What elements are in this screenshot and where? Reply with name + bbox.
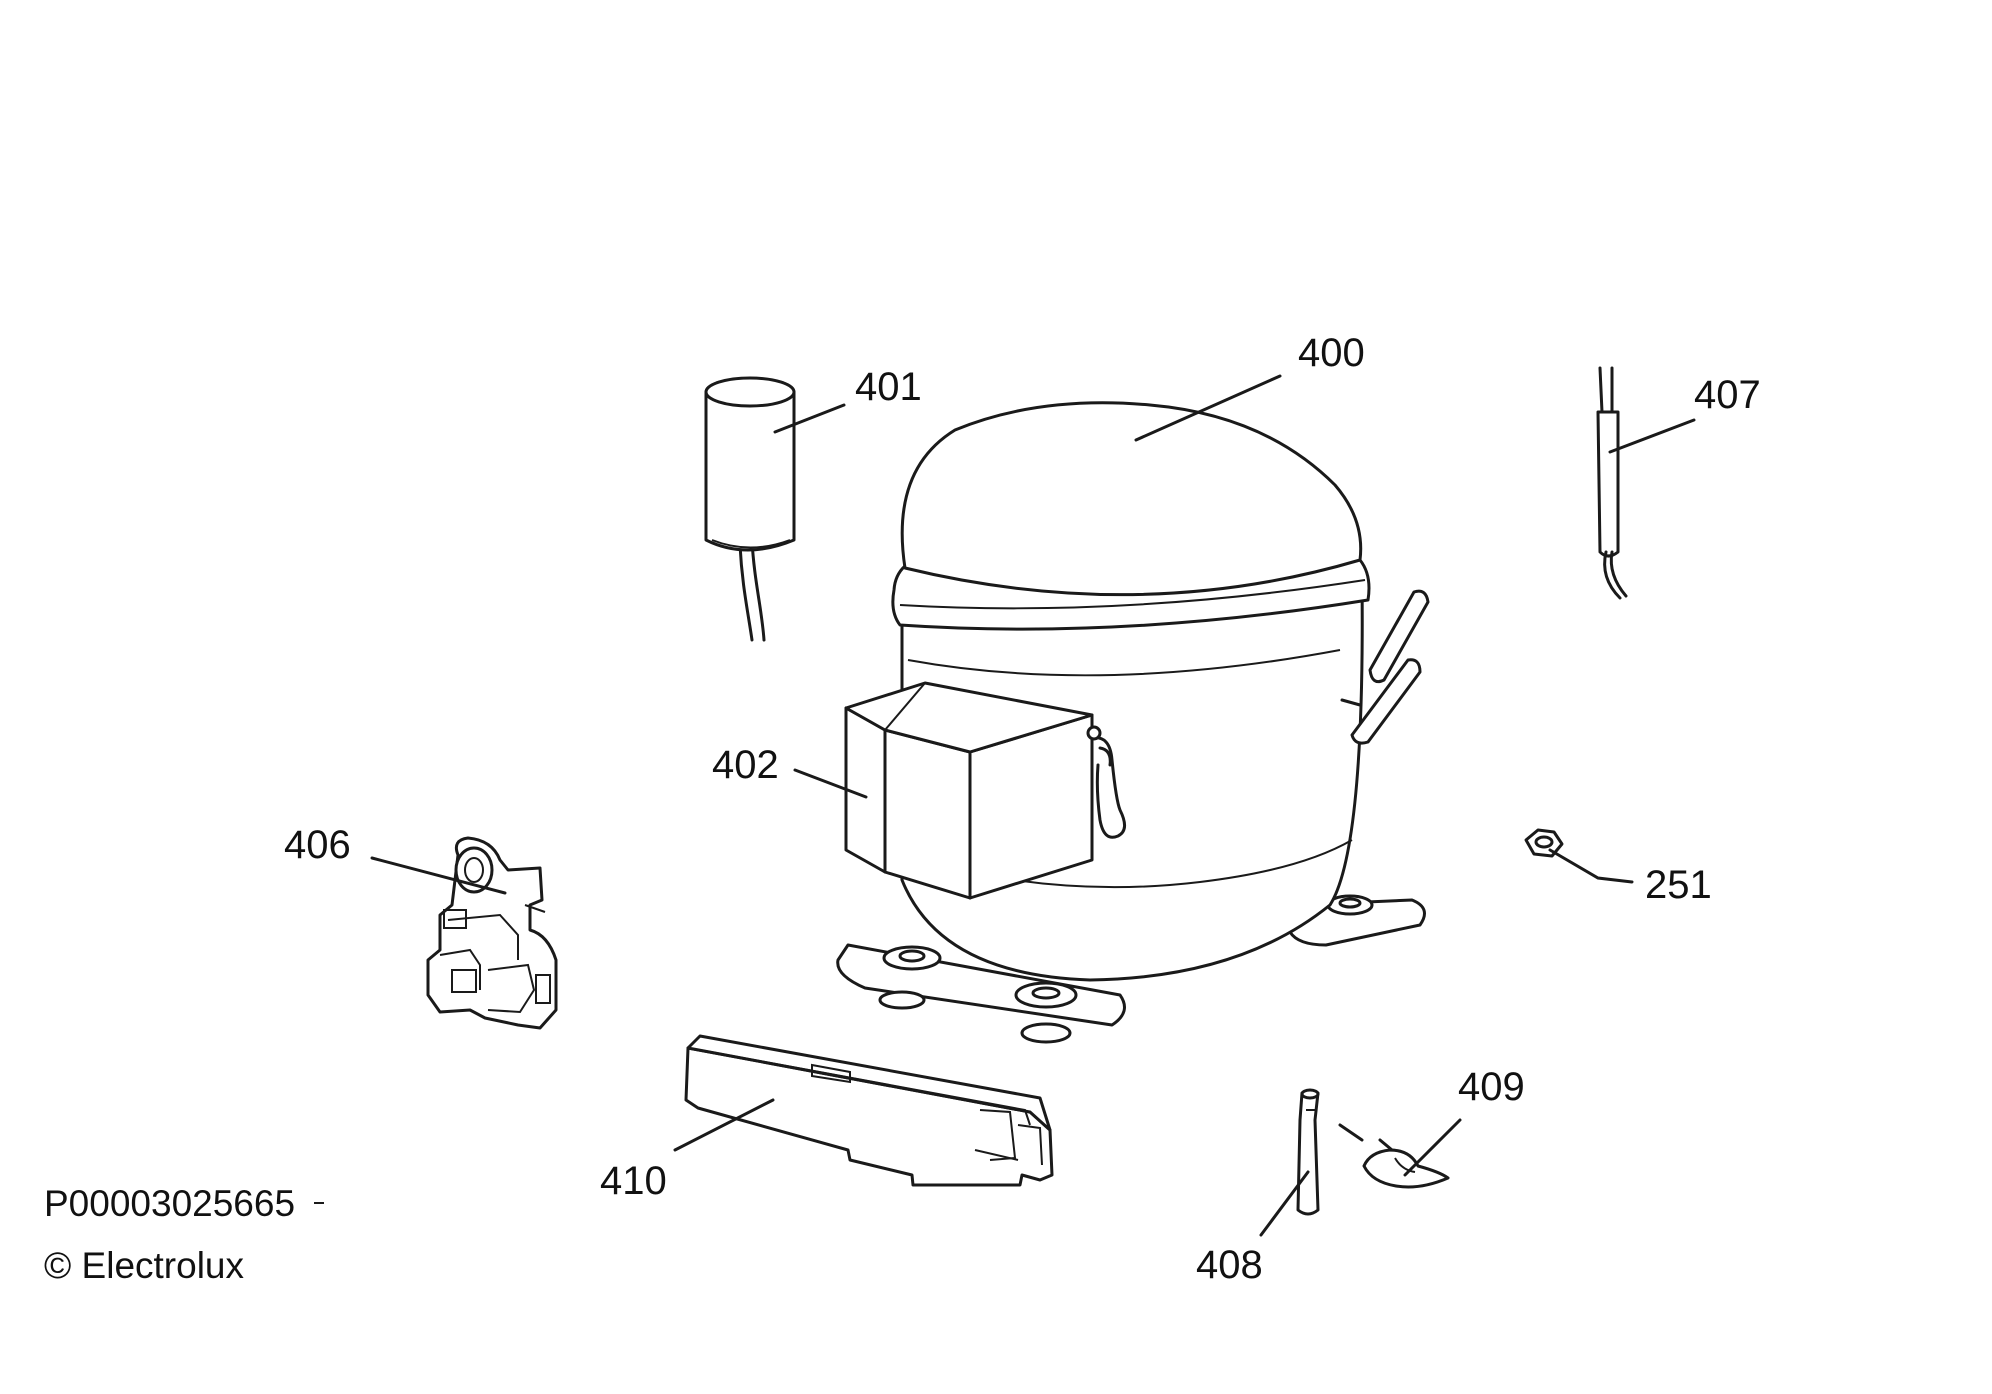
leader-407 [1608,418,1696,454]
label-401: 401 [855,365,922,409]
leader-251 [1548,848,1634,884]
label-408: 408 [1196,1243,1263,1287]
label-407: 407 [1694,373,1761,417]
copyright: © Electrolux [44,1245,244,1286]
leader-409-dash [1338,1123,1364,1142]
label-400: 400 [1298,331,1365,375]
leader-408 [1259,1170,1310,1237]
part-409-clip [1362,1138,1450,1189]
label-410: 410 [600,1159,667,1203]
part-406-starter-relay [426,836,558,1030]
part-401-capacitor [704,376,796,642]
label-402: 402 [712,743,779,787]
part-410-rail [684,1034,1054,1187]
label-409: 409 [1458,1065,1525,1109]
leader-402 [793,768,868,799]
leader-lines [370,374,1696,1237]
part-400-compressor [836,401,1430,1044]
part-code: P00003025665 [44,1183,295,1224]
leader-410 [673,1098,775,1152]
part-408-tube [1296,1088,1320,1216]
label-406: 406 [284,823,351,867]
leader-401 [773,403,846,434]
leader-409 [1403,1118,1462,1177]
leader-400 [1134,374,1282,442]
part-251-nut [1524,828,1564,858]
part-407-filter-drier [1596,366,1628,600]
label-251: 251 [1645,863,1712,907]
leader-406 [370,856,507,895]
